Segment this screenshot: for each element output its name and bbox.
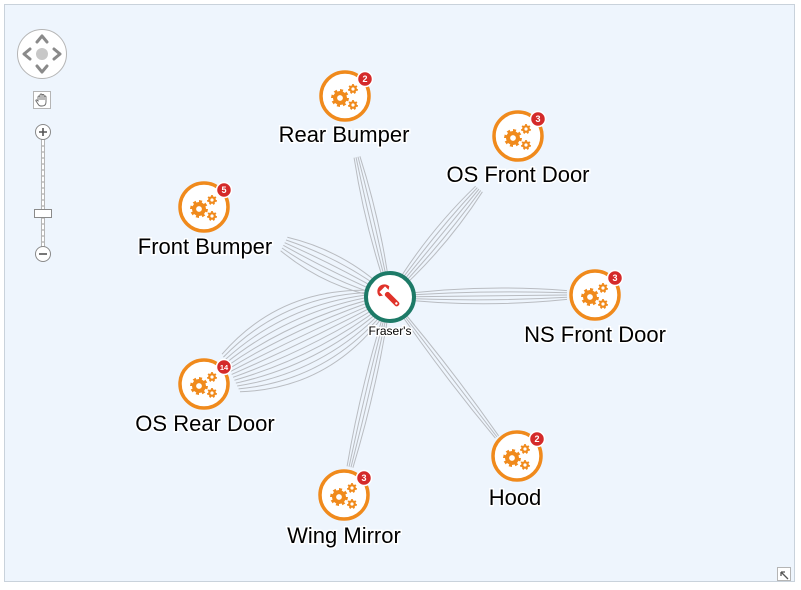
hand-icon: [35, 93, 47, 107]
edge-line: [389, 296, 568, 301]
zoom-in-button[interactable]: [35, 124, 51, 140]
pan-control[interactable]: [17, 29, 67, 79]
edge-line: [389, 297, 496, 439]
collapse-arrow-icon: [780, 571, 789, 580]
count-badge-text: 3: [361, 473, 366, 483]
count-badge: 14: [215, 358, 233, 376]
part-node-label: Wing Mirror: [287, 523, 401, 548]
count-badge: 5: [215, 181, 233, 199]
count-badge-text: 2: [362, 74, 367, 84]
part-node[interactable]: 3 NS Front Door: [523, 269, 667, 349]
edge-line: [237, 300, 393, 387]
plus-icon: [39, 128, 47, 136]
gears-icon: [190, 372, 217, 398]
zoom-slider-thumb[interactable]: [34, 209, 52, 218]
part-node[interactable]: 14 OS Rear Door: [134, 358, 276, 438]
count-badge-text: 14: [220, 363, 229, 372]
count-badge: 3: [606, 269, 624, 287]
count-badge: 2: [528, 430, 546, 448]
edge-bundle: [389, 287, 568, 305]
count-badge-text: 5: [221, 185, 226, 195]
gears-icon: [504, 124, 531, 150]
edge-line: [221, 289, 388, 355]
wrench-icon: [377, 284, 400, 307]
edge-line: [239, 302, 394, 393]
gears-icon: [330, 483, 357, 509]
edge-bundle: [389, 296, 499, 439]
gears-icon: [581, 283, 608, 309]
part-node-label: Hood: [489, 485, 542, 510]
hub-node[interactable]: Fraser's: [364, 271, 416, 340]
part-node[interactable]: 3 OS Front Door: [445, 110, 591, 189]
count-badge: 3: [529, 110, 547, 128]
part-node-label: Front Bumper: [138, 234, 273, 259]
count-badge-text: 2: [534, 434, 539, 444]
zoom-ticks: [42, 145, 44, 243]
part-node-label: NS Front Door: [524, 322, 666, 347]
gears-icon: [331, 84, 358, 110]
gears-icon: [190, 195, 217, 221]
pan-arrows-icon[interactable]: [18, 30, 66, 78]
hand-tool-button[interactable]: [33, 91, 51, 109]
zoom-slider-track[interactable]: [41, 137, 45, 251]
count-badge-text: 3: [535, 114, 540, 124]
part-node-label: OS Front Door: [446, 162, 589, 187]
edge-line: [348, 296, 391, 467]
count-badge: 2: [356, 70, 374, 88]
edge-line: [389, 296, 498, 438]
edge-bundle: [346, 296, 392, 468]
gears-icon: [503, 444, 530, 470]
edge-line: [224, 292, 389, 361]
edge-line: [389, 294, 568, 298]
overview-toggle-button[interactable]: [777, 567, 791, 581]
part-node-label: OS Rear Door: [135, 411, 274, 436]
zoom-out-button[interactable]: [35, 246, 51, 262]
hub-node-label: Fraser's: [369, 324, 412, 338]
count-badge: 3: [355, 469, 373, 487]
part-node-label: Rear Bumper: [279, 122, 410, 147]
count-badge-text: 3: [612, 273, 617, 283]
edge-line: [390, 296, 499, 437]
minus-icon: [39, 253, 47, 255]
